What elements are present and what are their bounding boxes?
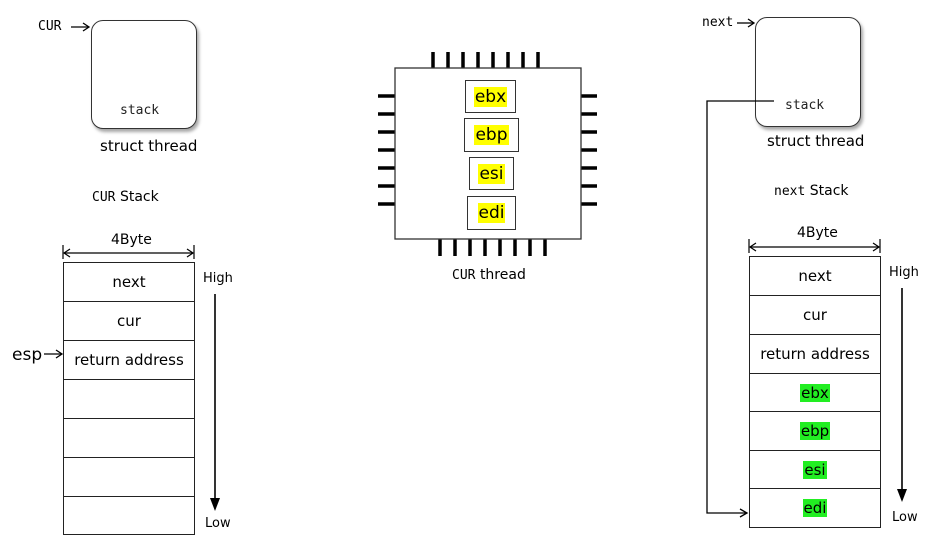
next-pointer-label: next [702,15,734,30]
cpu-register-edi: edi [467,196,516,230]
cur-high-label: High [203,271,233,286]
next-stack-cell: return address [750,334,880,372]
next-stack-cell: next [750,256,880,294]
next-width-label: 4Byte [797,225,838,241]
next-stack-title: next Stack [774,183,849,199]
cur-stack-cell [64,418,194,456]
cur-struct-caption: struct thread [100,137,198,155]
cur-struct-stack-field: stack [120,103,160,118]
cur-stack-title: CUR Stack [92,189,159,205]
next-width-arrow [748,239,881,253]
esp-arrow [44,349,64,359]
next-stack: next cur return address ebx ebp esi edi [749,256,881,528]
next-stack-cell: edi [750,488,880,526]
cur-stack-cell: next [64,262,194,300]
cur-stack: next cur return address [63,262,195,535]
next-struct-thread-box: stack [755,17,861,127]
next-stack-cell: ebp [750,411,880,449]
cur-direction-arrow [210,294,220,511]
cur-stack-cell [64,457,194,495]
cur-pointer-arrow [71,22,91,32]
next-low-label: Low [892,510,918,525]
cpu-caption: CUR thread [452,267,526,283]
next-struct-stack-field: stack [785,98,825,113]
next-stack-cell: esi [750,450,880,488]
cur-stack-cell: cur [64,301,194,339]
next-pointer-arrow [737,18,756,28]
esp-label: esp [12,345,43,365]
cur-stack-cell [64,379,194,417]
cur-stack-cell [64,496,194,534]
next-high-label: High [889,265,919,280]
cpu-register-ebx: ebx [465,80,516,113]
next-struct-caption: struct thread [767,132,865,150]
cur-low-label: Low [205,516,231,531]
next-stack-pointer-arrow [706,100,774,518]
cur-stack-cell: return address [64,340,194,378]
cur-struct-thread-box: stack [91,20,197,129]
cur-width-arrow [62,245,195,259]
cur-pointer-label: CUR [38,19,62,34]
cpu-register-esi: esi [469,157,514,190]
next-stack-cell: ebx [750,373,880,411]
next-stack-cell: cur [750,295,880,333]
next-direction-arrow [897,288,907,502]
cur-width-label: 4Byte [111,232,152,248]
cpu-register-ebp: ebp [464,118,519,152]
